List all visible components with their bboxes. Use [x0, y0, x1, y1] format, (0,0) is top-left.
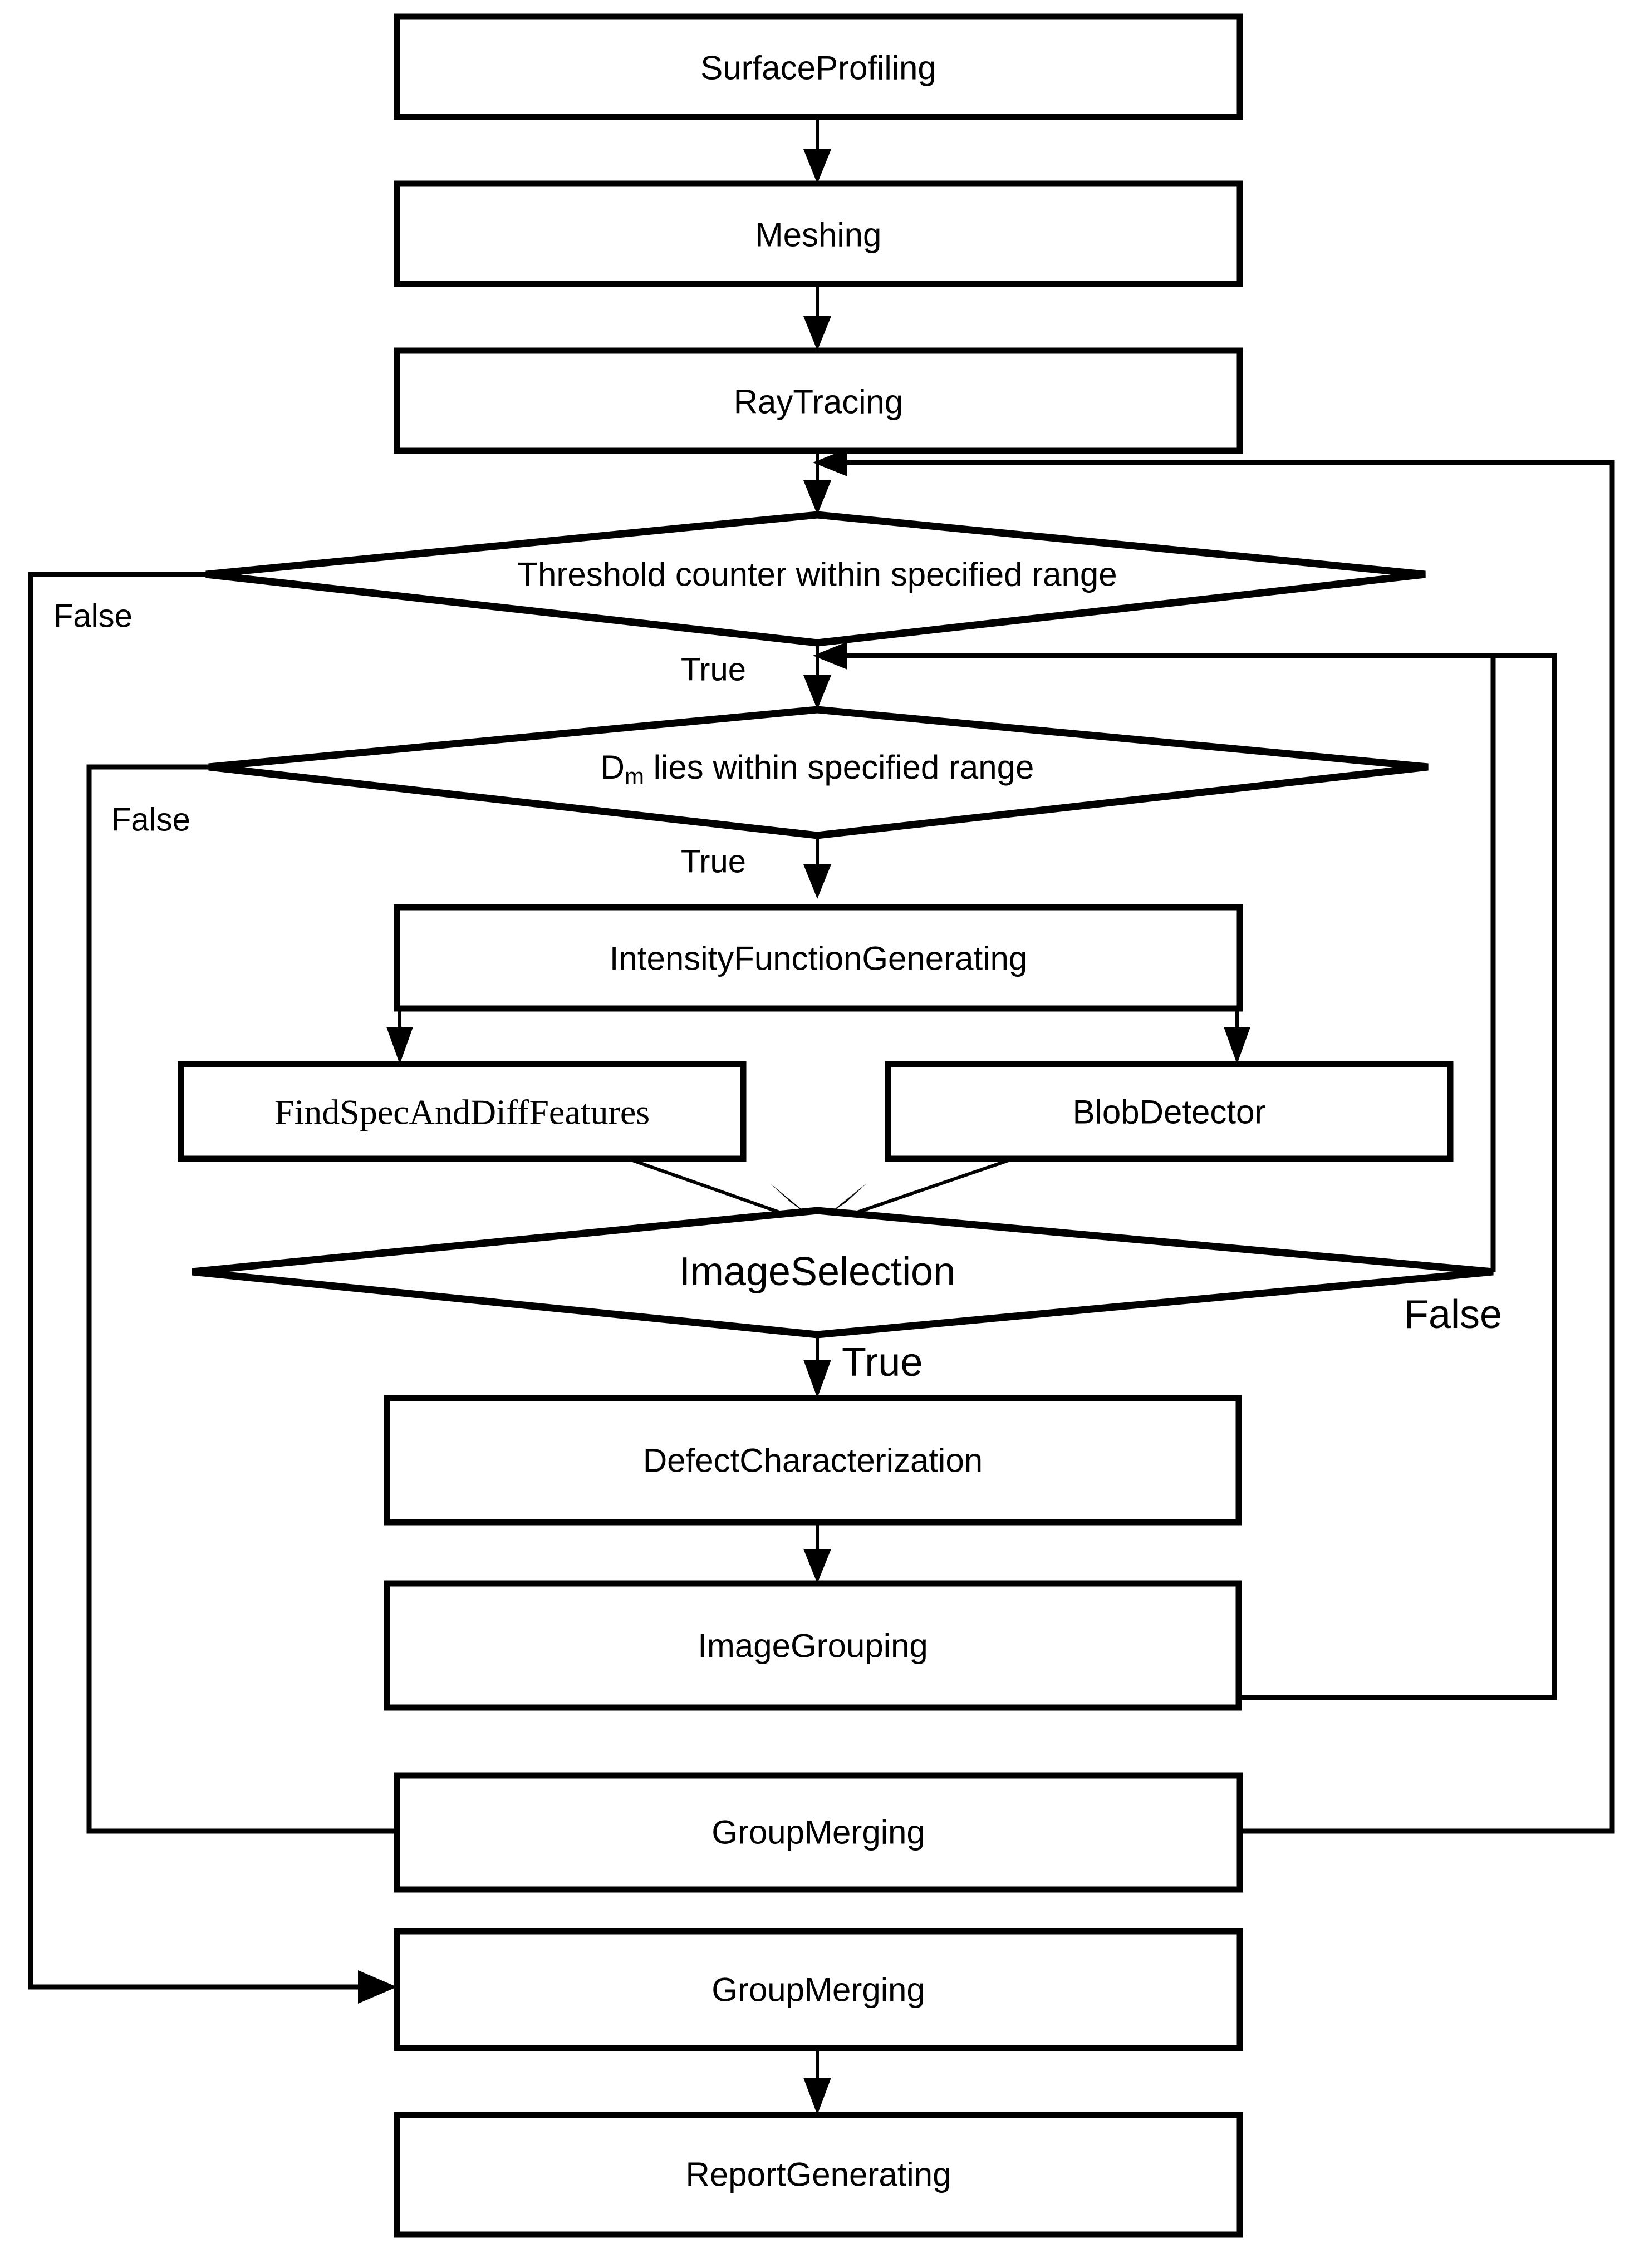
edge-groupmerging-outer-to-report: [803, 2048, 831, 2115]
node-meshing[interactable]: Meshing: [394, 180, 1243, 287]
node-report-generating[interactable]: ReportGenerating: [394, 2112, 1243, 2238]
edge-defect-to-imagegrouping: [803, 1522, 831, 1583]
node-surface-profiling[interactable]: SurfaceProfiling: [394, 13, 1243, 120]
node-image-selection-decision[interactable]: ImageSelection: [192, 1207, 1494, 1339]
edge-meshing-to-raytracing: [803, 284, 831, 351]
dm-label-subscript: m: [625, 763, 644, 789]
edge-groupmerging-inner-to-threshold: [813, 449, 1615, 1834]
node-label-threshold-counter: Threshold counter within specified range: [517, 556, 1117, 593]
node-label-find-spec-and-diff-features: FindSpecAndDiffFeatures: [274, 1093, 650, 1132]
node-intensity-function-generating[interactable]: IntensityFunctionGenerating: [394, 904, 1243, 1012]
node-threshold-counter-decision[interactable]: Threshold counter within specified range: [205, 511, 1426, 647]
edge-label-selection-false: False: [1404, 1292, 1502, 1337]
node-image-grouping[interactable]: ImageGrouping: [384, 1580, 1242, 1711]
node-defect-characterization[interactable]: DefectCharacterization: [384, 1395, 1242, 1526]
node-label-intensity-function-generating: IntensityFunctionGenerating: [610, 940, 1027, 977]
edge-label-layer: False True False True False True: [53, 598, 1502, 1385]
edge-intensityfunction-to-findspec: [386, 1008, 413, 1064]
edge-imageselection-true-to-defect: [803, 1335, 831, 1398]
node-label-dm-range: Dm lies within specified range: [601, 749, 1034, 789]
node-label-image-grouping: ImageGrouping: [698, 1627, 928, 1665]
node-label-image-selection: ImageSelection: [679, 1249, 955, 1294]
edge-label-dm-true: True: [681, 844, 746, 880]
edge-surfaceprofiling-to-meshing: [803, 117, 831, 184]
node-label-report-generating: ReportGenerating: [686, 2156, 951, 2193]
node-label-surface-profiling: SurfaceProfiling: [700, 50, 936, 87]
edge-dm-false-to-groupmerging-inner: [86, 764, 397, 1834]
edge-intensityfunction-to-blobdetector: [1224, 1008, 1250, 1064]
edge-raytracing-to-threshold: [803, 451, 831, 515]
dm-label-suffix: lies within specified range: [644, 749, 1034, 786]
edge-findspec-to-imageselection: [627, 1157, 810, 1216]
dm-label-prefix: D: [601, 749, 625, 786]
edge-label-selection-true: True: [842, 1340, 923, 1385]
edge-dm-true-to-intensityfunction: [803, 835, 831, 899]
edge-blobdetector-to-imageselection: [826, 1157, 1014, 1216]
edge-threshold-true-to-dm: [803, 643, 831, 710]
connector-layer: [28, 117, 1615, 2115]
node-find-spec-and-diff-features[interactable]: FindSpecAndDiffFeatures: [178, 1061, 747, 1162]
edge-label-threshold-true: True: [681, 652, 746, 688]
node-label-group-merging-outer: GroupMerging: [711, 1971, 925, 2009]
node-label-ray-tracing: RayTracing: [734, 383, 904, 421]
node-label-group-merging-inner: GroupMerging: [711, 1814, 925, 1851]
node-group-merging-outer[interactable]: GroupMerging: [394, 1928, 1243, 2051]
node-label-meshing: Meshing: [755, 217, 882, 254]
node-blob-detector[interactable]: BlobDetector: [885, 1061, 1454, 1162]
node-group-merging-inner[interactable]: GroupMerging: [394, 1772, 1243, 1893]
node-dm-range-decision[interactable]: Dm lies within specified range: [208, 706, 1429, 839]
node-label-blob-detector: BlobDetector: [1073, 1094, 1266, 1131]
node-label-defect-characterization: DefectCharacterization: [643, 1442, 983, 1479]
edge-label-threshold-false: False: [53, 598, 133, 634]
edge-label-dm-false: False: [111, 802, 190, 838]
node-ray-tracing[interactable]: RayTracing: [394, 347, 1243, 454]
edge-threshold-false-to-groupmerging-outer: [28, 572, 397, 2004]
